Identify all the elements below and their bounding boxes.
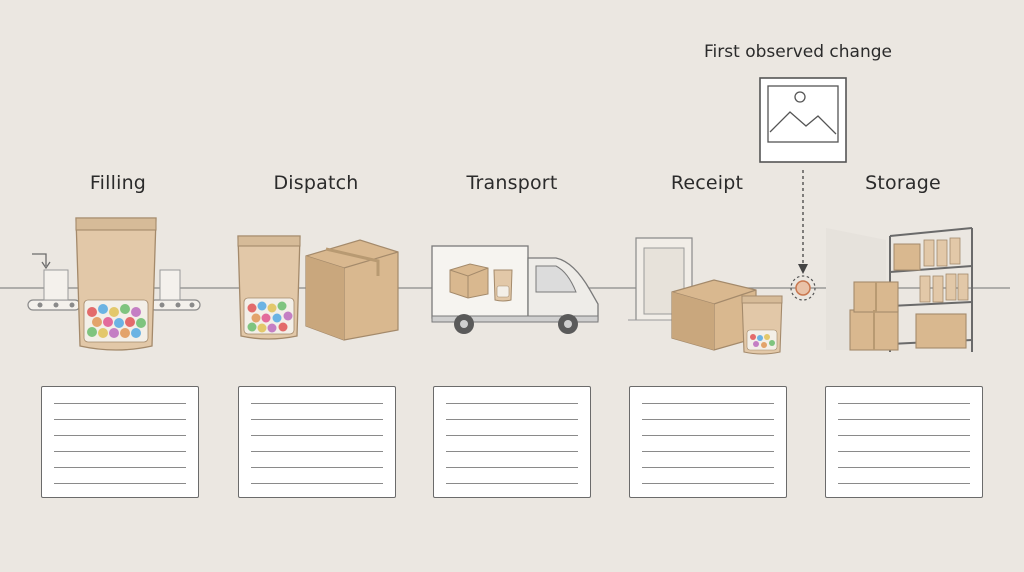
callout-label: First observed change [704, 42, 892, 62]
stage-label-transport: Transport [466, 172, 558, 194]
callout-arrowhead [798, 264, 808, 274]
delivery-van-icon [431, 245, 599, 334]
note-card-receipt [629, 386, 787, 498]
note-card-transport [433, 386, 591, 498]
pouch-and-box-icon [237, 235, 399, 341]
stage-label-receipt: Receipt [670, 172, 744, 194]
stage-label-storage: Storage [865, 172, 941, 194]
note-card-filling [41, 386, 199, 498]
note-card-dispatch [238, 386, 396, 498]
storage-shelves-icon [826, 227, 973, 352]
note-card-storage [825, 386, 983, 498]
image-placeholder-icon [759, 77, 847, 163]
filling-machine-pouch-icon [27, 217, 201, 351]
receiving-dock-icon [628, 237, 783, 355]
stage-label-dispatch: Dispatch [273, 172, 359, 194]
change-point-marker [790, 275, 816, 301]
stage-label-filling: Filling [89, 172, 147, 194]
